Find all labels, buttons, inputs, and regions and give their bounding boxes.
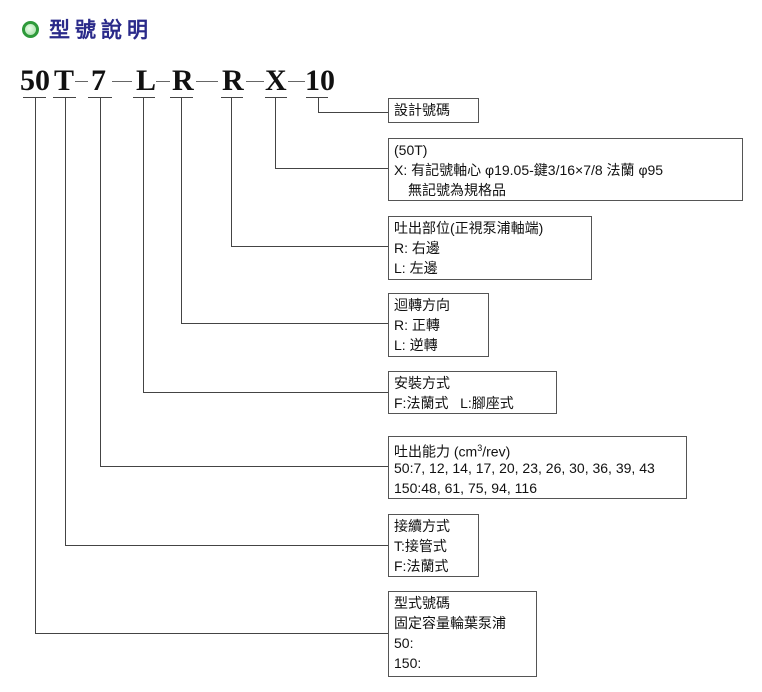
- connector: [100, 97, 101, 466]
- connector: [181, 97, 182, 323]
- mounting-box: 安裝方式 F:法蘭式 L:腳座式: [388, 371, 557, 414]
- title-text: 型號說明: [49, 19, 153, 42]
- box-line: L: 左邊: [394, 260, 438, 276]
- design-number-box: 設計號碼: [388, 98, 479, 123]
- shaft-option-box: (50T) X: 有記號軸心 φ19.05-鍵3/16×7/8 法蘭 φ95 無…: [388, 138, 743, 201]
- connector: [318, 97, 319, 112]
- underline: [23, 97, 46, 98]
- code-part-rotation: R: [172, 64, 194, 97]
- box-line: 無記號為規格品: [408, 182, 506, 198]
- underline: [221, 97, 243, 98]
- section-title: 型號說明: [22, 14, 153, 44]
- model-type-box: 型式號碼 固定容量輪葉泵浦 50: 150:: [388, 591, 537, 677]
- box-line: 50:: [394, 635, 414, 651]
- connector: [181, 323, 388, 324]
- underline: [306, 97, 328, 98]
- box-line: (50T): [394, 142, 428, 158]
- connector: [143, 97, 144, 392]
- connector: [35, 97, 36, 633]
- box-heading: 吐出能力 (cm3/rev): [394, 438, 681, 460]
- box-line: R: 正轉: [394, 317, 440, 333]
- box-line: 型式號碼: [394, 595, 450, 611]
- connector: [275, 168, 388, 169]
- connector: [100, 466, 388, 467]
- box-line: 迴轉方向: [394, 297, 450, 313]
- dash: [196, 81, 218, 82]
- connector: [231, 97, 232, 246]
- code-part-design: 10: [305, 64, 335, 97]
- connector: [65, 545, 388, 546]
- box-line: 150:48, 61, 75, 94, 116: [394, 480, 537, 496]
- box-line: R: 右邊: [394, 240, 440, 256]
- code-part-capacity: 7: [91, 64, 106, 97]
- box-line: /rev): [482, 443, 511, 460]
- connector: [65, 97, 66, 545]
- box-line: 安裝方式: [394, 375, 450, 391]
- underline: [265, 97, 287, 98]
- outlet-position-box: 吐出部位(正視泵浦軸端) R: 右邊 L: 左邊: [388, 216, 592, 280]
- box-line: 50:7, 12, 14, 17, 20, 23, 26, 30, 36, 39…: [394, 460, 655, 476]
- box-line: 接續方式: [394, 518, 450, 534]
- box-line: L: 逆轉: [394, 337, 438, 353]
- connection-box: 接續方式 T:接管式 F:法蘭式: [388, 514, 479, 577]
- box-line: F:法蘭式 L:腳座式: [394, 395, 514, 411]
- connector: [35, 633, 388, 634]
- bullet-icon: [22, 20, 39, 38]
- connector: [275, 97, 276, 168]
- dash: [112, 81, 132, 82]
- box-line: 150:: [394, 655, 422, 671]
- dash: [156, 81, 170, 82]
- box-line: 固定容量輪葉泵浦: [394, 615, 506, 631]
- box-line: 設計號碼: [394, 102, 450, 118]
- box-line: 吐出部位(正視泵浦軸端): [394, 220, 544, 236]
- dash: [288, 81, 305, 82]
- capacity-box: 吐出能力 (cm3/rev) 50:7, 12, 14, 17, 20, 23,…: [388, 436, 687, 499]
- code-part-outlet: R: [222, 64, 244, 97]
- connector: [318, 112, 388, 113]
- dash: [246, 81, 264, 82]
- rotation-box: 迴轉方向 R: 正轉 L: 逆轉: [388, 293, 489, 357]
- underline: [133, 97, 155, 98]
- code-part-shaft: X: [265, 64, 287, 97]
- code-part-mount: L: [136, 64, 157, 97]
- dash: [75, 81, 88, 82]
- box-line: X: 有記號軸心 φ19.05-鍵3/16×7/8 法蘭 φ95: [394, 162, 664, 178]
- box-line: T:接管式: [394, 538, 447, 554]
- box-line: F:法蘭式: [394, 558, 449, 574]
- superscript: 3: [477, 443, 483, 453]
- code-part-connection: T: [54, 64, 75, 97]
- code-part-series: 50: [20, 64, 50, 97]
- connector: [143, 392, 388, 393]
- box-line: 吐出能力 (cm: [394, 443, 478, 460]
- connector: [231, 246, 388, 247]
- underline: [53, 97, 76, 98]
